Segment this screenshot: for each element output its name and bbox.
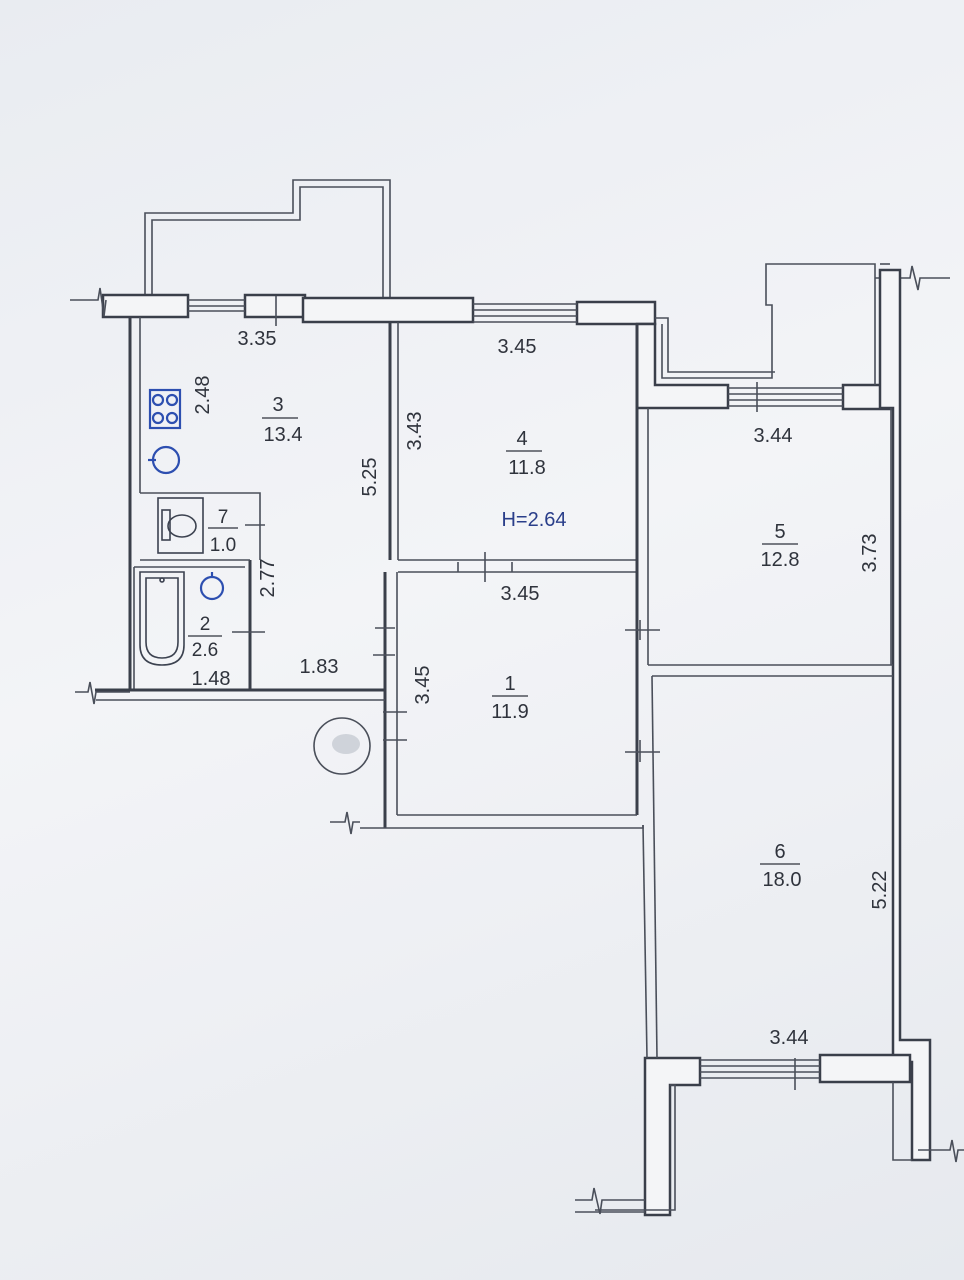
room3-area: 13.4: [264, 424, 303, 446]
room4-number: 4: [516, 428, 527, 450]
room6-number: 6: [774, 841, 785, 863]
break-mark: [75, 681, 130, 705]
break-mark: [575, 1187, 645, 1215]
room2-area: 2.6: [192, 640, 218, 661]
bath-sink-icon: [199, 572, 225, 601]
dim-kitchen-top: 3.35: [238, 328, 277, 350]
room6-left: [651, 675, 658, 1059]
wall-room5-top-left: [635, 322, 730, 410]
window-kitchen: [188, 299, 245, 312]
bathtub-icon: [139, 571, 185, 666]
dim-room1-side: 3.45: [412, 666, 434, 705]
dim-room6-bottom: 3.44: [770, 1027, 809, 1049]
dim-room5-top: 3.44: [754, 425, 793, 447]
dim-room4-side: 3.43: [404, 412, 426, 451]
toilet-icon: [157, 497, 204, 554]
wall-room6-bottom-right: [818, 1053, 912, 1084]
dim-bath-bottom: 1.48: [192, 668, 231, 690]
wall-top-right2: [575, 300, 657, 326]
dim-room4-top: 3.45: [498, 336, 537, 358]
door-ticks: [232, 296, 796, 1090]
wall-top-right: [301, 296, 475, 324]
window-room5: [728, 387, 843, 407]
dim-room6-side: 5.22: [869, 871, 891, 910]
break-mark: [330, 811, 360, 835]
window-room4: [473, 303, 577, 323]
dim-hall-bottom: 1.83: [300, 656, 339, 678]
room7-area: 1.0: [210, 535, 236, 556]
balcony-top-left: [144, 179, 391, 298]
room6-area: 18.0: [763, 869, 802, 891]
wall-top-left: [101, 293, 190, 319]
room5-area: 12.8: [761, 549, 800, 571]
ceiling-height-label: H=2.64: [501, 509, 566, 531]
stairs-circle-icon: [313, 717, 371, 775]
room7-number: 7: [218, 507, 229, 528]
dim-kitchen-right: 5.25: [359, 458, 381, 497]
dim-room5-side: 3.73: [859, 534, 881, 573]
break-mark: [875, 265, 950, 291]
room4-area: 11.8: [508, 457, 545, 479]
break-mark: [70, 287, 107, 317]
wall-right: [878, 268, 932, 1162]
dim-kitchen-side: 2.48: [192, 376, 214, 415]
dim-room1-top: 3.45: [501, 583, 540, 605]
window-room6: [700, 1059, 820, 1079]
balcony-right-top: [661, 263, 876, 385]
room1-number: 1: [504, 673, 515, 695]
room3-number: 3: [272, 394, 283, 416]
room5-number: 5: [774, 521, 785, 543]
stove-icon: [148, 388, 182, 430]
room2-number: 2: [200, 614, 211, 635]
wall-room6-bottom-left: [643, 1056, 702, 1217]
kitchen-sink-icon: [148, 445, 181, 475]
dim-bath-side: 2.77: [257, 559, 279, 598]
balcony-bottom: [595, 1084, 676, 1211]
wall-top-mid: [243, 293, 307, 319]
room1-area: 11.9: [491, 701, 528, 723]
